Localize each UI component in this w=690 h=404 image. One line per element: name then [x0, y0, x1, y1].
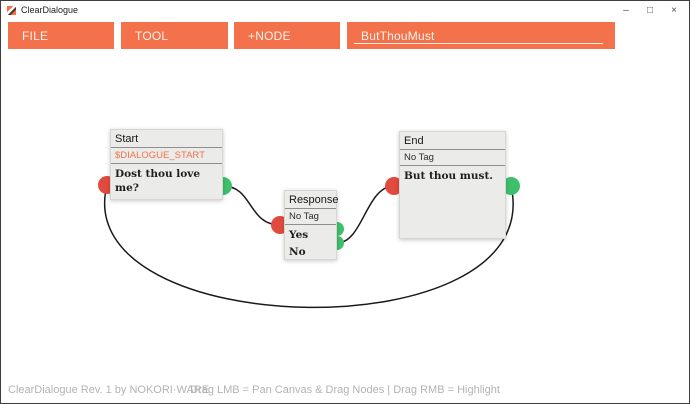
- input-underline: [354, 43, 603, 44]
- node-text: Dost thou love me?: [115, 168, 201, 194]
- file-button-label: FILE: [22, 28, 49, 43]
- minimize-button[interactable]: –: [623, 4, 629, 16]
- tool-button[interactable]: TOOL: [121, 22, 228, 49]
- controls-hint-text: Drag LMB = Pan Canvas & Drag Nodes | Dra…: [190, 384, 500, 396]
- app-pencil-icon: [7, 5, 16, 15]
- node-text: But thou must.: [404, 170, 493, 182]
- maximize-button[interactable]: □: [646, 4, 654, 16]
- add-node-button[interactable]: +NODE: [234, 22, 340, 49]
- node-text-no: No: [289, 246, 306, 258]
- project-name-input[interactable]: ButThouMust: [347, 22, 615, 49]
- status-bar: ClearDialogue Rev. 1 by NOKORI·WARE Drag…: [1, 377, 689, 403]
- dialogue-node-response[interactable]: Response No Tag Yes No: [284, 190, 339, 260]
- dialogue-node-start[interactable]: Start $DIALOGUE_START Dost thou love me?: [110, 129, 223, 200]
- project-name-value: ButThouMust: [361, 28, 435, 43]
- node-tag: $DIALOGUE_START: [111, 148, 222, 164]
- node-title: End: [400, 132, 505, 150]
- add-node-button-label: +NODE: [248, 28, 291, 43]
- node-tag: No Tag: [400, 150, 505, 166]
- node-tag: No Tag: [285, 209, 336, 225]
- node-title: Response: [285, 191, 339, 209]
- connection-response-to-end: [336, 185, 395, 244]
- file-button[interactable]: FILE: [8, 22, 114, 49]
- close-button[interactable]: ×: [671, 4, 677, 16]
- window-title: ClearDialogue: [21, 5, 79, 15]
- node-title: Start: [111, 130, 222, 148]
- title-bar[interactable]: ClearDialogue – □ ×: [1, 1, 689, 19]
- node-text-yes: Yes: [289, 229, 309, 241]
- tool-button-label: TOOL: [135, 28, 169, 43]
- app-version-text: ClearDialogue Rev. 1 by NOKORI·WARE: [8, 384, 210, 396]
- dialogue-node-end[interactable]: End No Tag But thou must.: [399, 131, 506, 239]
- window-controls: – □ ×: [614, 1, 686, 19]
